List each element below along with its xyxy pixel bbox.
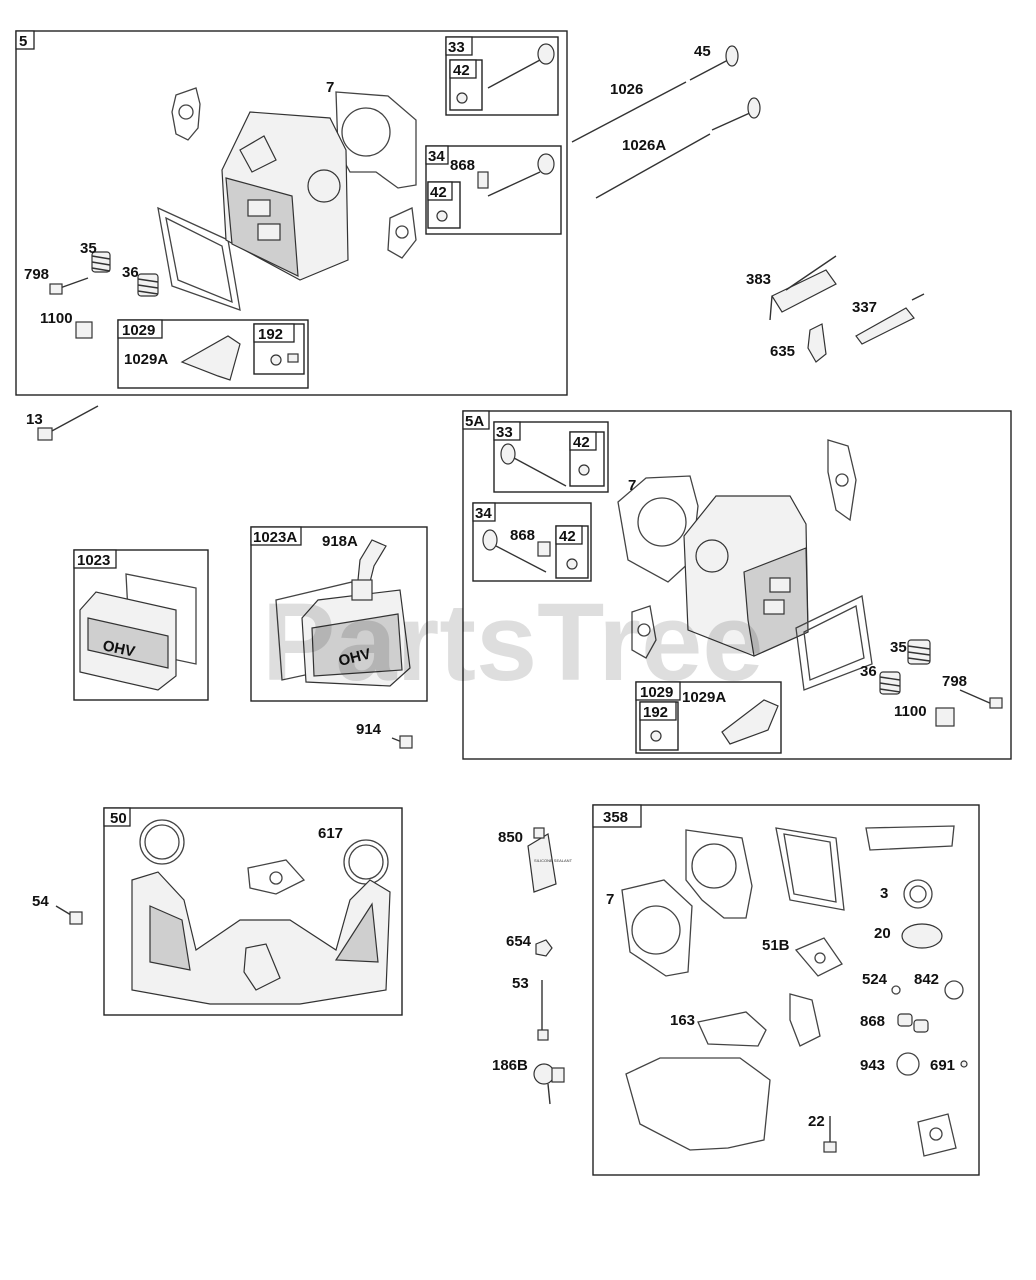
group-label-50: 50 bbox=[110, 810, 127, 827]
part-label-36: 36 bbox=[122, 264, 139, 281]
subgroup-label-1029: 1029 bbox=[122, 322, 155, 339]
part-label-1029A: 1029A bbox=[682, 689, 726, 706]
breather-tube bbox=[357, 539, 387, 583]
cover-logo-text: OHV bbox=[101, 637, 136, 660]
part-label-186B: 186B bbox=[492, 1057, 528, 1074]
group-label-1023: 1023 bbox=[77, 552, 110, 569]
part-label-13: 13 bbox=[26, 411, 43, 428]
watermark: PartsTree bbox=[262, 581, 763, 704]
push-rod-1026A bbox=[595, 133, 711, 199]
subgroup-label-34: 34 bbox=[475, 505, 492, 522]
part-label-868: 868 bbox=[510, 527, 535, 544]
spark-plug-337 bbox=[855, 307, 915, 345]
part-label-7: 7 bbox=[628, 477, 636, 494]
part-label-798: 798 bbox=[942, 673, 967, 690]
part-label-35: 35 bbox=[890, 639, 907, 656]
group-1023[interactable]: 1023 OHV bbox=[73, 549, 209, 701]
part-label-798: 798 bbox=[24, 266, 49, 283]
subgroup-label-34: 34 bbox=[428, 148, 445, 165]
valve-stem bbox=[487, 59, 541, 89]
rocker-arm bbox=[180, 335, 241, 381]
group-358[interactable]: 358 7 3 20 51B 524 842 163 868 943 bbox=[592, 804, 980, 1176]
tappet-45 bbox=[689, 59, 729, 81]
subgroup-label-192: 192 bbox=[643, 704, 668, 721]
valve-spring-35 bbox=[91, 251, 111, 273]
part-label-337: 337 bbox=[852, 299, 877, 316]
part-label-617: 617 bbox=[318, 825, 343, 842]
group-50[interactable]: 50 617 bbox=[103, 807, 403, 1016]
nut-654[interactable]: 654 bbox=[506, 933, 553, 957]
group-label-5: 5 bbox=[19, 33, 27, 50]
part-label-7: 7 bbox=[326, 79, 334, 96]
part-label-1100: 1100 bbox=[894, 703, 927, 720]
head-bolt-13[interactable]: 13 bbox=[26, 405, 99, 441]
screw-914[interactable]: 914 bbox=[356, 721, 413, 749]
part-label-1026A: 1026A bbox=[622, 137, 666, 154]
part-label-54: 54 bbox=[32, 893, 49, 910]
part-label-842: 842 bbox=[914, 971, 939, 988]
cylinder-head bbox=[221, 111, 349, 281]
part-label-7: 7 bbox=[606, 891, 614, 908]
exhaust-gasket bbox=[139, 819, 185, 865]
part-label-163: 163 bbox=[670, 1012, 695, 1029]
group-5A[interactable]: 5A 33 42 34 868 42 7 bbox=[462, 410, 1012, 760]
bolt-54[interactable]: 54 bbox=[32, 893, 83, 925]
part-label-850: 850 bbox=[498, 829, 523, 846]
part-label-691: 691 bbox=[930, 1057, 955, 1074]
group-5[interactable]: 5 bbox=[15, 30, 568, 396]
part-label-45: 45 bbox=[694, 43, 711, 60]
push-rod-1026 bbox=[571, 81, 687, 143]
fitting-186B[interactable]: 186B bbox=[492, 1057, 565, 1105]
clip-1100 bbox=[75, 321, 93, 339]
ignition-coil-383 bbox=[771, 269, 837, 313]
subgroup-label-192: 192 bbox=[258, 326, 283, 343]
part-label-868: 868 bbox=[450, 157, 475, 174]
part-label-22: 22 bbox=[808, 1113, 825, 1130]
rocker-arm bbox=[721, 699, 779, 745]
part-label-654: 654 bbox=[506, 933, 532, 950]
part-label-1026: 1026 bbox=[610, 81, 643, 98]
spark-plug-boot-635 bbox=[807, 323, 827, 363]
subgroup-label-42: 42 bbox=[453, 62, 470, 79]
exhaust-gasket bbox=[387, 207, 417, 259]
subgroup-label-33: 33 bbox=[448, 39, 465, 56]
subgroup-label-1029: 1029 bbox=[640, 684, 673, 701]
part-label-1029A: 1029A bbox=[124, 351, 168, 368]
subgroup-label-42: 42 bbox=[573, 434, 590, 451]
part-label-914: 914 bbox=[356, 721, 382, 738]
part-label-943: 943 bbox=[860, 1057, 885, 1074]
group-label-1023A: 1023A bbox=[253, 529, 297, 546]
subgroup-label-33: 33 bbox=[496, 424, 513, 441]
bolt-798 bbox=[49, 277, 89, 295]
part-label-3: 3 bbox=[880, 885, 888, 902]
part-label-383: 383 bbox=[746, 271, 771, 288]
stud-53[interactable]: 53 bbox=[512, 975, 549, 1041]
valve-spring-36 bbox=[137, 273, 159, 297]
cylinder-head bbox=[683, 495, 809, 657]
part-label-635: 635 bbox=[770, 343, 795, 360]
subgroup-label-42: 42 bbox=[430, 184, 447, 201]
tube-label: SILICONE SEALANT bbox=[534, 858, 573, 863]
part-label-1100: 1100 bbox=[40, 310, 73, 327]
part-label-36: 36 bbox=[860, 663, 877, 680]
part-label-524: 524 bbox=[862, 971, 888, 988]
sealant-850[interactable]: 850 SILICONE SEALANT bbox=[498, 827, 573, 893]
group-1023A[interactable]: 1023A 918A OHV bbox=[250, 526, 428, 702]
subgroup-label-42: 42 bbox=[559, 528, 576, 545]
head-gasket bbox=[335, 91, 417, 189]
part-label-20: 20 bbox=[874, 925, 891, 942]
part-label-918A: 918A bbox=[322, 533, 358, 550]
part-label-868: 868 bbox=[860, 1013, 885, 1030]
part-label-53: 53 bbox=[512, 975, 529, 992]
exhaust-manifold bbox=[131, 871, 391, 1005]
part-label-51B: 51B bbox=[762, 937, 790, 954]
intake-gasket bbox=[171, 87, 201, 141]
push-rod-group[interactable]: 45 1026 1026A bbox=[571, 43, 761, 199]
cover-gasket bbox=[157, 206, 241, 311]
ignition-group[interactable]: 383 337 635 bbox=[746, 255, 925, 363]
group-label-358: 358 bbox=[603, 809, 628, 826]
part-label-35: 35 bbox=[80, 240, 97, 257]
group-label-5A: 5A bbox=[465, 413, 484, 430]
